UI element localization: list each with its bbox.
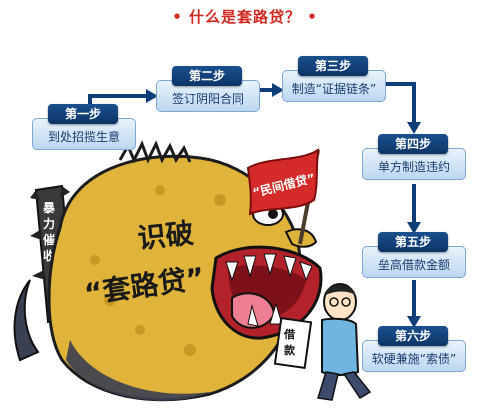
- step-4: 第四步 单方制造违约: [362, 134, 466, 182]
- club-char: 力: [43, 216, 55, 231]
- step-5-body: 垒高借款金额: [362, 246, 466, 278]
- flow-arrows: [88, 82, 416, 316]
- club-char: 暴: [42, 201, 56, 215]
- step-4-head: 第四步: [378, 134, 448, 154]
- horn: [13, 279, 40, 362]
- club-char: 催: [43, 232, 55, 247]
- step-3: 第三步 制造“证据链条”: [282, 56, 386, 104]
- step-5-head: 第五步: [378, 232, 448, 252]
- contract-label: 借款: [283, 327, 296, 357]
- club-label: 暴力催收: [42, 201, 56, 263]
- step-6: 第六步 软硬兼施“索债”: [362, 326, 466, 374]
- step-2-head: 第二步: [172, 66, 242, 86]
- arrow-3-4: [384, 82, 416, 122]
- flag-icon: [246, 147, 320, 245]
- step-2: 第二步 签订阴阳合同: [156, 66, 260, 114]
- monster: [47, 140, 323, 402]
- monster-text-line1: 识破: [136, 217, 195, 256]
- step-6-head: 第六步: [378, 326, 448, 346]
- person-figure: [317, 283, 372, 401]
- step-1-head: 第一步: [48, 104, 118, 124]
- page-title: • 什么是套路贷？ •: [172, 8, 318, 26]
- arrow-heads: [146, 83, 421, 328]
- step-1-body: 到处招揽生意: [32, 118, 136, 150]
- contract-paper: [273, 317, 313, 369]
- step-3-head: 第三步: [298, 56, 368, 76]
- step-5: 第五步 垒高借款金额: [362, 232, 466, 280]
- step-1: 第一步 到处招揽生意: [32, 104, 136, 152]
